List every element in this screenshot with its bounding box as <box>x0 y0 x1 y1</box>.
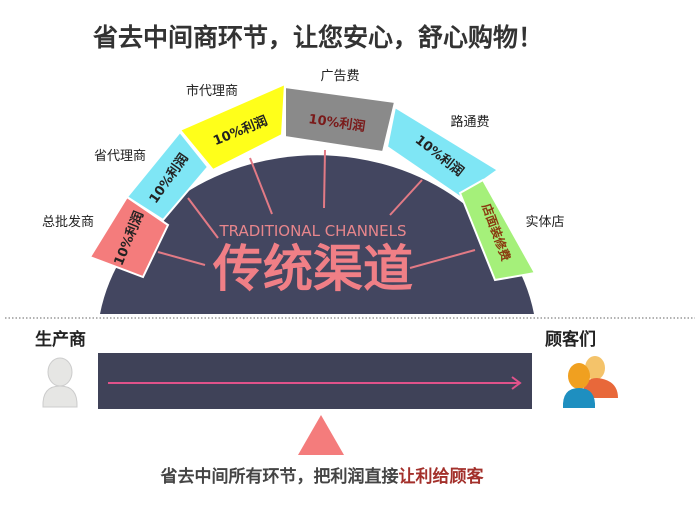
caption-main: 省去中间所有环节，把利润直接 <box>160 466 399 487</box>
ray <box>157 251 206 266</box>
caption: 省去中间所有环节，把利润直接让利给顾客 <box>160 466 485 487</box>
ray <box>389 179 423 216</box>
ray <box>409 249 476 269</box>
ray <box>187 197 219 239</box>
caption-highlight: 让利给顾客 <box>399 466 485 487</box>
segment-label: 实体店 <box>525 215 564 230</box>
fulcrum-triangle <box>298 415 344 455</box>
dome <box>100 155 534 314</box>
segment-block <box>385 105 500 199</box>
segment-profit: 10%利润 <box>307 111 366 135</box>
segment-4: 10%利润 广告费 <box>284 69 397 154</box>
rays <box>157 149 476 269</box>
segment-label: 总批发商 <box>42 214 94 230</box>
segment-label: 广告费 <box>320 69 359 84</box>
producer-label: 生产商 <box>35 329 86 350</box>
segment-block <box>125 130 210 222</box>
segment-block <box>284 85 397 154</box>
segment-label: 市代理商 <box>186 83 238 99</box>
page-title: 省去中间商环节，让您安心，舒心购物！ <box>92 23 543 52</box>
customers-group-icon <box>562 356 618 408</box>
dome-subtitle: TRADITIONAL CHANNELS <box>218 222 406 240</box>
ray <box>323 149 326 209</box>
segment-block <box>458 178 537 282</box>
segment-6: 店面装修费实体店 <box>458 178 565 282</box>
direct-channel-bar <box>98 353 532 409</box>
customers-label: 顾客们 <box>545 329 596 350</box>
segment-label: 路通费 <box>450 114 489 130</box>
segment-block <box>178 82 287 172</box>
producer-person-icon <box>42 357 78 408</box>
ray <box>249 157 273 215</box>
segment-label: 省代理商 <box>94 149 146 164</box>
arrow-icon <box>108 376 522 390</box>
dome-heading: 传统渠道 <box>212 240 413 298</box>
segment-block <box>88 195 170 279</box>
